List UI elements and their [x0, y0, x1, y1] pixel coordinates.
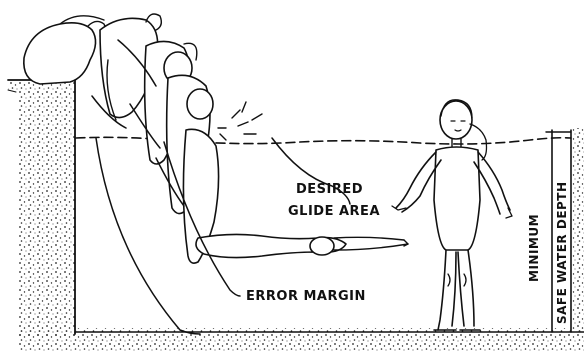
- splash-marks: [218, 102, 262, 140]
- child-figure: [392, 100, 512, 330]
- pool-wall-right: [571, 128, 584, 332]
- minimum-label: MINIMUM: [527, 214, 541, 282]
- desired-glide-label-line1: DESIRED: [296, 182, 363, 197]
- error-margin-label: ERROR MARGIN: [246, 289, 366, 304]
- desired-glide-label-line2: GLIDE AREA: [288, 204, 380, 219]
- pool-deck: [8, 80, 75, 336]
- safe-water-depth-label: SAFE WATER DEPTH: [555, 181, 569, 324]
- pool-floor: [18, 328, 584, 352]
